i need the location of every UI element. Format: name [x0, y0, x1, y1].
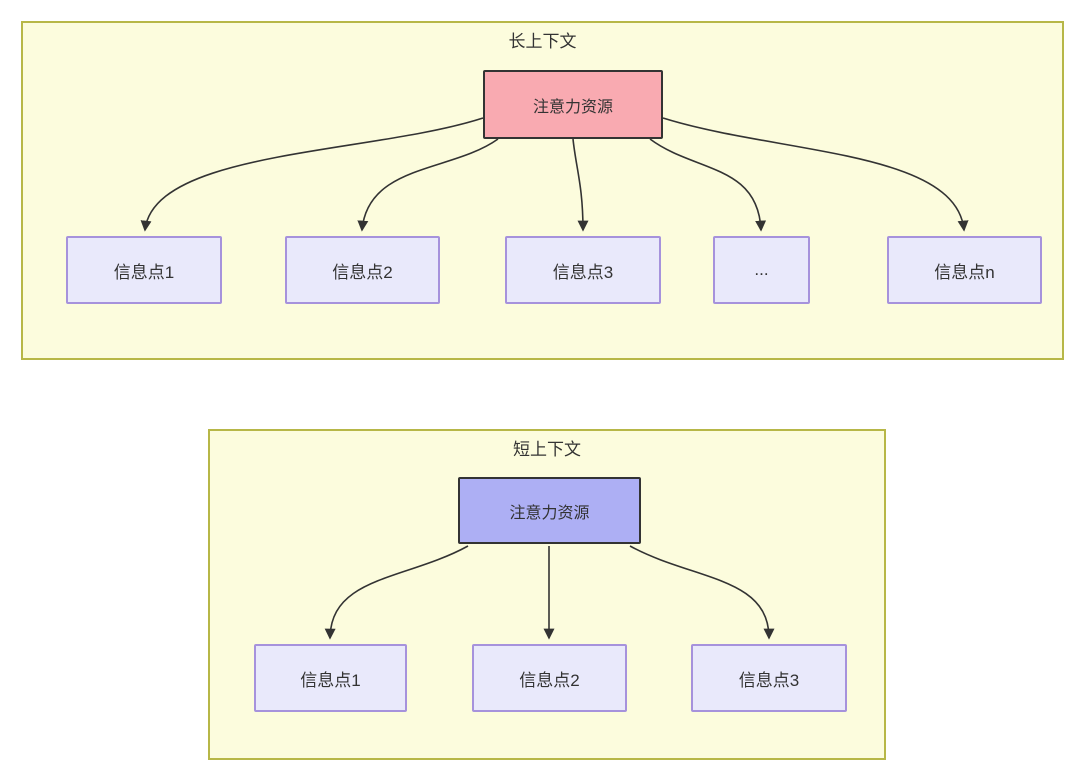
long-info-node-n: 信息点n	[887, 236, 1042, 304]
long-context-title: 长上下文	[508, 32, 577, 51]
long-info-node-1: 信息点1	[66, 236, 222, 304]
long-info-node-ellipsis: ...	[713, 236, 810, 304]
long-attention-resource-box: 注意力资源	[483, 70, 663, 139]
short-info-node-1: 信息点1	[254, 644, 407, 712]
short-info-node-3: 信息点3	[691, 644, 847, 712]
short-context-title: 短上下文	[513, 440, 581, 459]
long-info-node-3: 信息点3	[505, 236, 661, 304]
long-info-node-2: 信息点2	[285, 236, 440, 304]
short-info-node-2: 信息点2	[472, 644, 627, 712]
short-attention-resource-box: 注意力资源	[458, 477, 641, 544]
